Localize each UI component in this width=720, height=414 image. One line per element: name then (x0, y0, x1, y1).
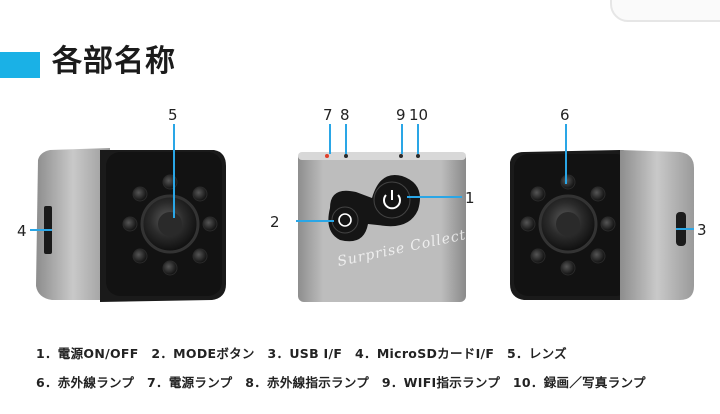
camera-front-right (510, 150, 694, 300)
status-leds (325, 154, 420, 158)
camera-back (298, 152, 466, 302)
label-8: 8 (340, 106, 350, 124)
page-title: 各部名称 (52, 44, 176, 79)
top-corner-decoration (610, 0, 720, 22)
label-2: 2 (270, 213, 280, 231)
caption-line-1: 1．電源ON/OFF 2．MODEボタン 3．USB I/F 4．MicroSD… (36, 346, 567, 361)
label-4: 4 (17, 222, 27, 240)
callout-lines (30, 124, 694, 231)
label-7: 7 (323, 106, 333, 124)
label-1: 1 (465, 189, 475, 207)
caption-line-2: 6．赤外線ランプ 7．電源ランプ 8．赤外線指示ランプ 9．WIFI指示ランプ … (36, 375, 646, 390)
camera-front-left (36, 148, 226, 302)
label-6: 6 (560, 106, 570, 124)
label-9: 9 (396, 106, 406, 124)
label-10: 10 (409, 106, 429, 124)
title-background (40, 34, 720, 78)
mode-button[interactable] (331, 206, 359, 234)
label-5: 5 (168, 106, 178, 124)
label-3: 3 (697, 221, 707, 239)
ir-led-ring (122, 174, 218, 276)
